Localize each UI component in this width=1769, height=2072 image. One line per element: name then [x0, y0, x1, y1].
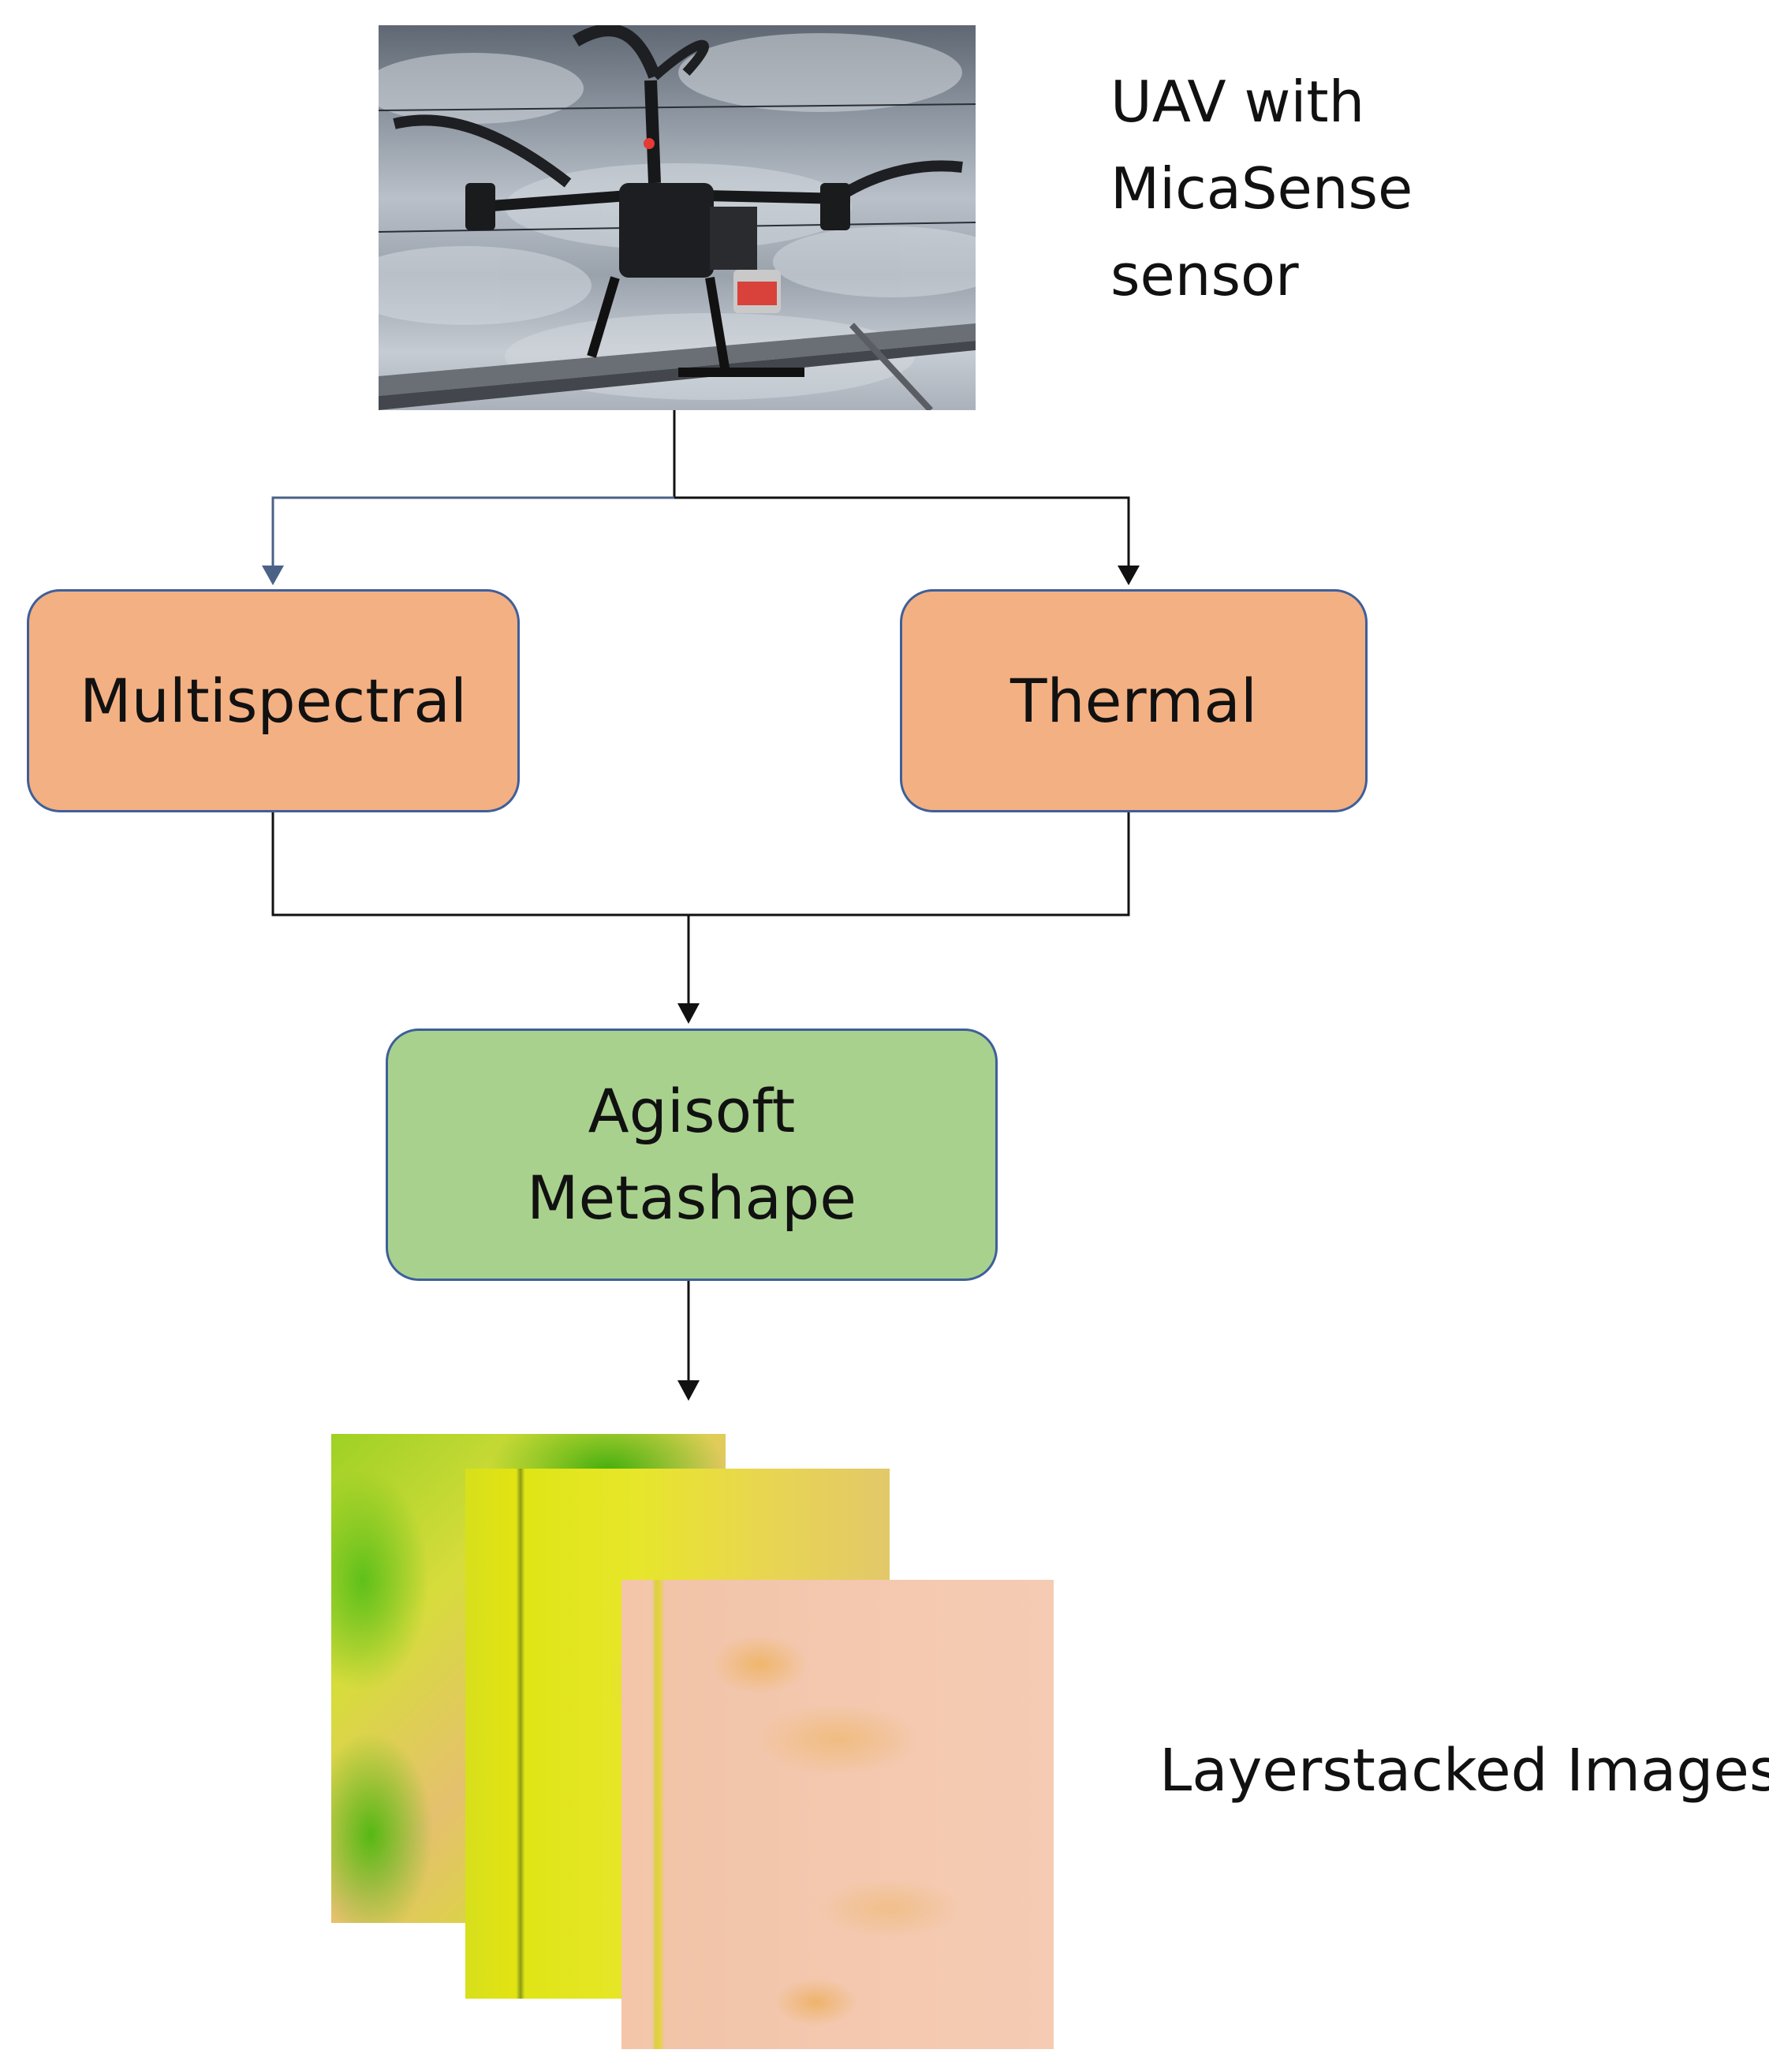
- drone-illustration: [379, 25, 976, 410]
- uav-label-line-2: MicaSense: [1110, 155, 1413, 222]
- arrowhead-multispectral: [262, 566, 284, 585]
- thermal-label: Thermal: [1010, 665, 1257, 736]
- arrowhead-output: [677, 1380, 700, 1401]
- agisoft-box: Agisoft Metashape: [386, 1029, 998, 1281]
- arrowhead-agisoft: [677, 1003, 700, 1024]
- uav-label-line-1: UAV with: [1110, 69, 1365, 135]
- output-label: Layerstacked Images: [1159, 1737, 1769, 1805]
- uav-label: UAV with MicaSense sensor: [1110, 58, 1413, 319]
- stacked-image-layer-3: [621, 1580, 1054, 2049]
- multispectral-box: Multispectral: [27, 589, 520, 812]
- arrowhead-thermal: [1118, 566, 1140, 585]
- agisoft-label-line-1: Agisoft: [588, 1076, 796, 1146]
- uav-label-line-3: sensor: [1110, 242, 1299, 308]
- connector-to-multispectral: [271, 496, 674, 568]
- uav-photo: [379, 25, 976, 410]
- multispectral-label: Multispectral: [80, 665, 467, 736]
- connector-merge: [271, 812, 1130, 917]
- agisoft-label-line-2: Metashape: [526, 1163, 857, 1233]
- connector-to-thermal: [674, 496, 1130, 568]
- thermal-box: Thermal: [900, 589, 1368, 812]
